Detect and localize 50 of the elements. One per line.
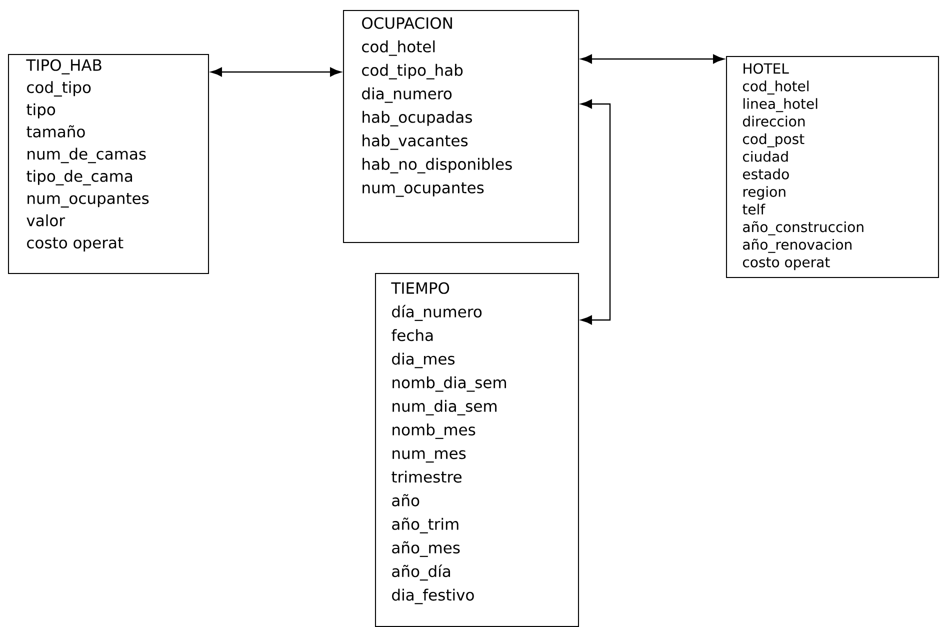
table-box [343,10,579,243]
field-name: dia_numero [362,87,452,103]
field-name: trimestre [392,470,462,483]
arrow [580,54,724,64]
field-name: ciudad [742,150,788,162]
field-name: hab_no_disponibles [362,158,512,174]
table-title: TIEMPO [391,282,450,294]
field-name: año_construccion [743,221,864,236]
field-name: nomb_mes [392,424,476,439]
field-name: valor [26,214,66,226]
field-name: nomb_dia_sem [392,376,506,392]
field-name: año_renovacion [743,238,852,253]
field-name: año_día [392,564,450,581]
table-title: HOTEL [744,63,789,74]
field-name: fecha [392,329,433,342]
field-name: cod_post [742,133,804,148]
field-name: num_de_camas [28,148,146,164]
field-name: costo operat [742,257,830,270]
field-name: linea_hotel [744,98,818,112]
field-name: hab_vacantes [362,134,468,150]
field-name: region [743,186,786,200]
field-name: hab_ocupadas [362,110,472,126]
field-name: dia_mes [392,352,455,368]
field-name: año_trim [392,518,458,534]
table-title: TIPO_HAB [26,59,102,74]
arrow [210,67,342,77]
field-name: num_ocupantes [362,182,484,197]
field-name: dia_festivo [392,588,474,604]
field-name: num_ocupantes [28,193,149,208]
table-box [8,54,209,274]
table-box [375,273,579,627]
field-name: cod_hotel [362,40,435,56]
field-name: estado [742,168,789,180]
field-name: num_mes [392,450,466,463]
field-name: cod_hotel [742,80,808,94]
table-box [726,56,939,278]
field-name: tipo [26,103,56,118]
field-name: tamaño [26,125,85,138]
field-name: telf [742,204,766,215]
field-name: cod_tipo [27,81,91,97]
field-name: num_dia_sem [392,400,496,416]
field-name: año_mes [392,541,460,557]
field-name: cod_tipo_hab [362,64,463,80]
field-name: tipo_de_cama [26,170,132,186]
field-name: direccion [742,116,805,127]
arrow [580,99,611,325]
field-name: costo operat [27,237,124,252]
field-name: año [392,494,420,506]
field-name: día_numero [392,304,482,321]
table-title: OCUPACION [362,17,452,29]
